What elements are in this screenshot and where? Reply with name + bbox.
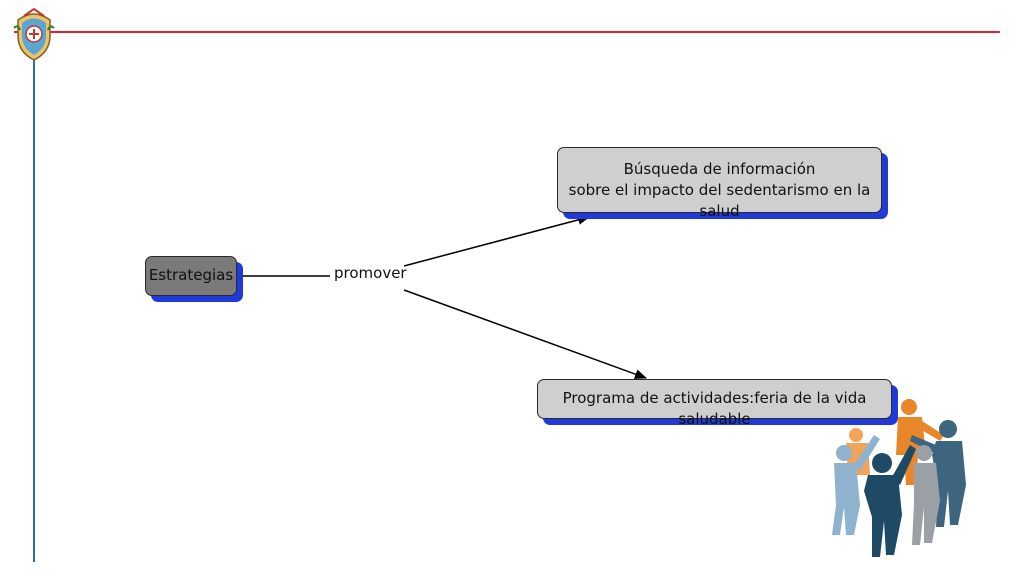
top-red-rule	[14, 31, 1000, 33]
node-programa-label: Programa de actividades:feria de la vida…	[562, 389, 867, 428]
edge-to-programa	[403, 289, 647, 379]
node-programa-actividades: Programa de actividades:feria de la vida…	[537, 379, 892, 428]
edge-to-busqueda	[403, 214, 590, 267]
left-blue-rule	[33, 40, 35, 562]
node-busqueda-line2: sobre el impacto del sedentarismo en la …	[568, 181, 871, 220]
node-busqueda-line1: Búsqueda de información	[623, 160, 816, 178]
node-estrategias-label: Estrategias	[148, 266, 234, 284]
people-group-illustration	[832, 399, 966, 557]
node-busqueda-informacion: Búsqueda de información sobre el impacto…	[557, 147, 882, 220]
institution-crest-icon	[13, 7, 55, 61]
node-estrategias: Estrategias	[145, 256, 237, 296]
link-label-promover: promover	[334, 264, 407, 282]
